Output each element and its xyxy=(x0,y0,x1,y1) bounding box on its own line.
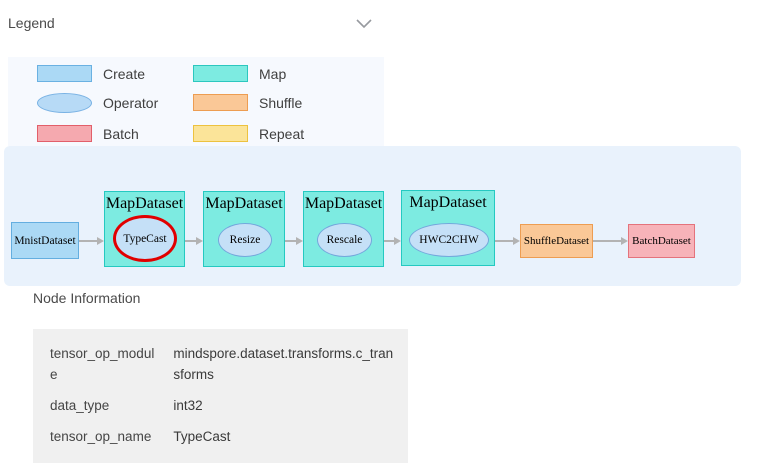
graph-node-shuffledataset[interactable]: ShuffleDataset xyxy=(520,224,593,258)
operator-ellipse-resize[interactable]: Resize xyxy=(218,223,272,257)
graph-node-mnistdataset[interactable]: MnistDataset xyxy=(11,222,79,259)
map-node-title: MapDataset xyxy=(409,194,487,211)
legend-item-shuffle: Shuffle xyxy=(193,94,302,111)
node-information-table: tensor_op_module mindspore.dataset.trans… xyxy=(33,329,408,463)
graph-node-mapdataset-hwc2chw[interactable]: MapDataset HWC2CHW xyxy=(401,190,495,266)
graph-node-mapdataset-typecast[interactable]: MapDataset TypeCast xyxy=(104,191,185,267)
legend-label: Create xyxy=(103,65,146,82)
attribute-key: data_type xyxy=(50,398,110,413)
graph-node-mapdataset-resize[interactable]: MapDataset Resize xyxy=(203,191,285,267)
legend-item-repeat: Repeat xyxy=(193,125,304,142)
edge-arrow xyxy=(495,236,520,245)
operator-ellipse-rescale[interactable]: Rescale xyxy=(317,223,372,257)
attribute-key: tensor_op_name xyxy=(50,429,152,444)
legend-swatch-create xyxy=(37,65,92,82)
legend-label: Batch xyxy=(103,125,139,142)
legend-label: Operator xyxy=(103,95,159,111)
legend-label: Repeat xyxy=(259,125,305,142)
legend-label: Shuffle xyxy=(259,94,303,111)
attribute-key: tensor_op_module xyxy=(50,346,155,382)
legend-item-batch: Batch xyxy=(37,125,139,142)
legend-section-title: Legend xyxy=(8,15,55,31)
legend-swatch-repeat xyxy=(193,125,248,142)
legend-item-create: Create xyxy=(37,65,145,82)
legend-panel: Create Map Operator Shuffle Batch Repeat xyxy=(8,57,384,146)
legend-swatch-shuffle xyxy=(193,94,248,111)
edge-arrow xyxy=(185,236,203,245)
legend-label: Map xyxy=(259,65,287,82)
attribute-value: mindspore.dataset.transforms.c_transform… xyxy=(173,346,394,382)
map-node-title: MapDataset xyxy=(105,195,184,212)
table-row: tensor_op_name TypeCast xyxy=(33,421,408,452)
edge-arrow xyxy=(285,236,303,245)
map-node-title: MapDataset xyxy=(205,195,283,212)
legend-swatch-operator xyxy=(37,93,92,113)
attribute-value: TypeCast xyxy=(173,429,231,444)
graph-node-batchdataset[interactable]: BatchDataset xyxy=(628,224,695,258)
legend-swatch-batch xyxy=(37,125,92,142)
legend-item-map: Map xyxy=(193,65,286,82)
table-row: tensor_op_module mindspore.dataset.trans… xyxy=(33,338,408,390)
attribute-value: int32 xyxy=(173,398,203,413)
chevron-down-icon[interactable] xyxy=(355,18,373,30)
table-row: data_type int32 xyxy=(33,390,408,421)
node-information-title: Node Information xyxy=(33,290,141,306)
map-node-title: MapDataset xyxy=(304,195,383,212)
operator-ellipse-typecast-selected[interactable]: TypeCast xyxy=(113,215,177,262)
edge-arrow xyxy=(593,236,628,245)
operator-ellipse-hwc2chw[interactable]: HWC2CHW xyxy=(409,223,489,257)
graph-node-mapdataset-rescale[interactable]: MapDataset Rescale xyxy=(303,191,384,267)
edge-arrow xyxy=(384,236,401,245)
edge-arrow xyxy=(79,236,104,245)
legend-item-operator: Operator xyxy=(37,93,158,113)
dataset-graph-canvas[interactable]: MnistDataset MapDataset TypeCast MapData… xyxy=(4,146,741,286)
legend-swatch-map xyxy=(193,65,248,82)
